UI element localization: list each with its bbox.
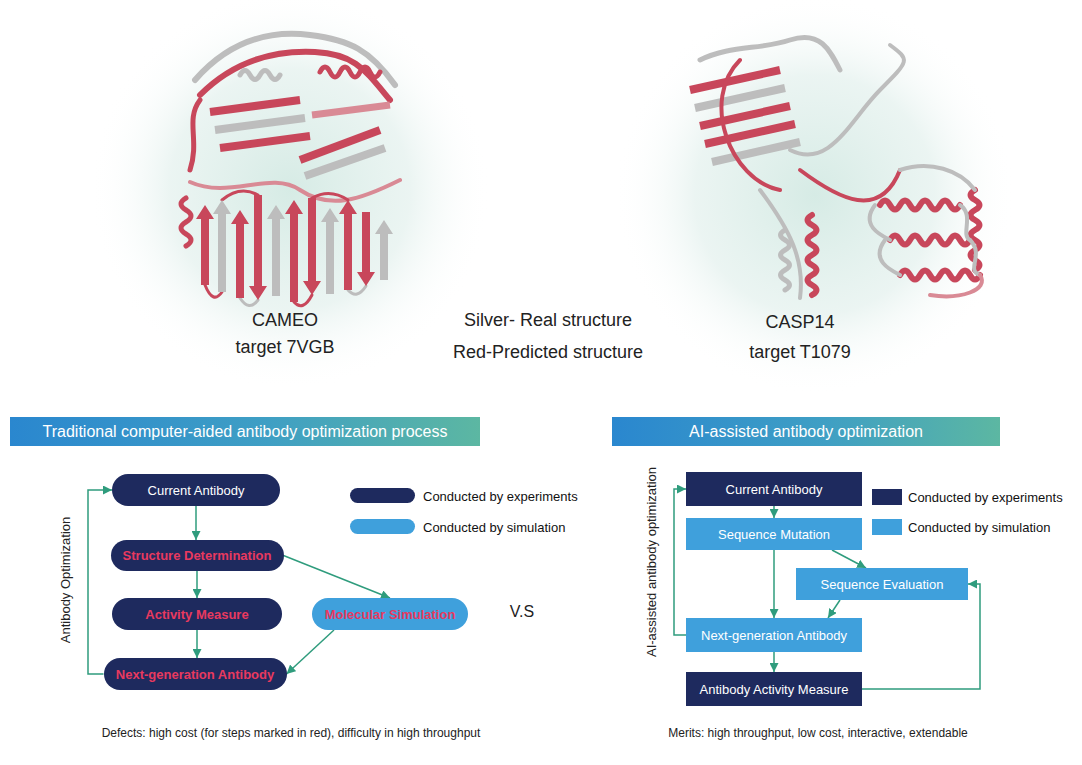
experiment-step: Current Antibody bbox=[686, 472, 862, 506]
experiment-step: Next-generation Antibody bbox=[104, 658, 287, 690]
flow-arrow bbox=[832, 550, 866, 568]
flow-arrow bbox=[284, 556, 391, 599]
structure-t1079 bbox=[690, 37, 982, 298]
structure-7vgb bbox=[181, 34, 400, 306]
loop-label: Antibody Optimization bbox=[58, 517, 73, 643]
node-text: Next-generation Antibody bbox=[116, 667, 274, 682]
node-text: Next-generation Antibody bbox=[701, 628, 847, 643]
simulation-step: Sequence Evaluation bbox=[796, 568, 968, 600]
legend-text: Conducted by experiments bbox=[423, 489, 578, 504]
glow-right bbox=[615, 0, 1015, 395]
flow-arrow bbox=[674, 489, 686, 635]
experiment-step: Structure Determination bbox=[111, 540, 284, 571]
target-label: target 7VGB bbox=[235, 337, 334, 358]
flow-arrow bbox=[287, 630, 335, 674]
node-text: Sequence Evaluation bbox=[821, 577, 944, 592]
flow-arrow bbox=[88, 490, 112, 674]
color-key-label: Red-Predicted structure bbox=[453, 342, 643, 363]
target-label: target T1079 bbox=[749, 342, 851, 363]
beta-barrel bbox=[196, 195, 393, 302]
loop-label: AI-assisted antibody optimization bbox=[644, 467, 659, 657]
experiment-step: Antibody Activity Measure bbox=[686, 672, 862, 706]
node-text: Activity Measure bbox=[145, 607, 248, 622]
simulation-step: Sequence Mutation bbox=[686, 518, 862, 550]
experiment-step: Activity Measure bbox=[112, 598, 282, 630]
node-text: AI-assisted antibody optimization bbox=[689, 423, 923, 441]
section-header: Traditional computer-aided antibody opti… bbox=[10, 417, 480, 446]
flow-arrow bbox=[195, 506, 197, 540]
node-text: Structure Determination bbox=[123, 548, 272, 563]
node-text: Current Antibody bbox=[726, 482, 823, 497]
experiment-step: Current Antibody bbox=[112, 474, 280, 506]
target-label: CASP14 bbox=[765, 312, 834, 333]
legend-text: Conducted by simulation bbox=[423, 520, 565, 535]
versus-label: V.S bbox=[510, 603, 534, 621]
flow-arrow bbox=[773, 506, 775, 518]
node-text: Antibody Activity Measure bbox=[700, 682, 849, 697]
legend-swatch bbox=[350, 488, 415, 503]
node-text: Traditional computer-aided antibody opti… bbox=[43, 423, 448, 441]
simulation-step: Next-generation Antibody bbox=[686, 618, 862, 652]
legend-swatch bbox=[872, 489, 902, 505]
target-label: CAMEO bbox=[252, 310, 318, 331]
flow-arrow bbox=[196, 630, 198, 658]
legend-text: Conducted by simulation bbox=[908, 520, 1050, 535]
simulation-step: Molecular Simulation bbox=[312, 598, 468, 630]
glow-left bbox=[90, 0, 490, 390]
legend-text: Conducted by experiments bbox=[908, 490, 1063, 505]
flow-arrow bbox=[773, 652, 775, 672]
node-text: Current Antibody bbox=[148, 483, 245, 498]
flow-arrow bbox=[773, 550, 775, 618]
note-text: Merits: high throughput, low cost, inter… bbox=[668, 726, 968, 740]
flow-arrow bbox=[196, 571, 198, 598]
legend-swatch bbox=[872, 519, 902, 535]
flow-arrow bbox=[828, 600, 840, 618]
legend-swatch bbox=[350, 519, 415, 534]
color-key-label: Silver- Real structure bbox=[464, 310, 632, 331]
node-text: Molecular Simulation bbox=[325, 607, 456, 622]
section-header: AI-assisted antibody optimization bbox=[612, 417, 1000, 446]
node-text: Sequence Mutation bbox=[718, 527, 830, 542]
note-text: Defects: high cost (for steps marked in … bbox=[102, 726, 481, 740]
